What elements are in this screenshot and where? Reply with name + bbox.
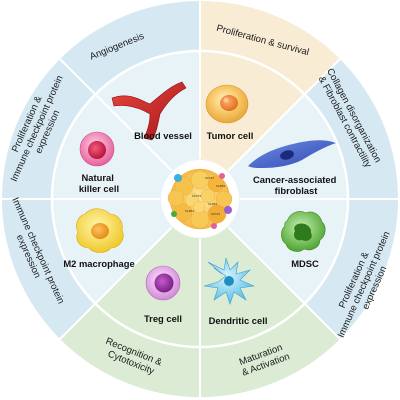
cluster-immune-cell (171, 211, 177, 217)
cell-label-treg-cell: Treg cell (144, 313, 182, 324)
outer-ring-sector (304, 58, 398, 199)
inner-disk-sector (52, 94, 200, 199)
dendritic-cell-icon (203, 257, 256, 305)
cell-label-blood-vessel: Blood vessel (134, 130, 192, 141)
cluster-tumor-cell (167, 189, 185, 207)
cluster-label: STAT3 (211, 212, 220, 216)
outer-ring-sector (2, 199, 96, 340)
cell-label-mdsc: MDSC (291, 258, 319, 269)
cluster-tumor-cell (207, 175, 225, 193)
cluster-labels: STAT3 SLP69 STAT3 SLP69 SLP69 STAT3 (185, 176, 225, 216)
inner-disk-sector (200, 199, 305, 347)
treg-cell-icon (145, 265, 181, 301)
cluster-immune-cell (211, 223, 217, 229)
ring-boundary (50, 49, 350, 349)
cluster-immune-cell (224, 206, 232, 214)
cluster-label: SLP69 (216, 184, 225, 188)
outer-ring-sector (304, 199, 398, 340)
inner-disk-sector (95, 199, 200, 347)
cell-label-caf: Cancer-associated fibroblast (253, 174, 339, 196)
fibroblast-icon (248, 140, 336, 168)
sector-divider (227, 226, 341, 340)
sector-divider (227, 58, 341, 172)
cluster-tumor-cell (200, 188, 216, 204)
cell-label-tumor-cell: Tumor cell (207, 130, 254, 141)
inner-disk-sector (200, 94, 348, 199)
outer-ring-highlight-top (200, 1, 341, 95)
cell-label-nk-cell: Natural killer cell (79, 172, 119, 194)
tumor-cell-icon (205, 84, 249, 124)
cluster-tumor-cell (190, 170, 210, 190)
cluster-tumor-cell (192, 200, 206, 214)
cluster-label: STAT3 (205, 176, 214, 180)
cluster-tumor-cell (215, 190, 233, 208)
cluster-immune-cell (219, 173, 225, 179)
inner-ring (52, 51, 348, 347)
cell-label-m2-macrophage: M2 macrophage (63, 258, 134, 269)
tumor-cluster-icon: STAT3 SLP69 STAT3 SLP69 SLP69 STAT3 (161, 160, 239, 238)
sector-divider (59, 58, 173, 172)
sector-divider (59, 226, 173, 340)
outer-ring-sector (2, 58, 96, 199)
cluster-label: SLP69 (185, 209, 194, 213)
cluster-label: SLP69 (208, 202, 217, 206)
outer-ring-sector (59, 1, 200, 95)
mdsc-icon (281, 211, 326, 252)
cluster-tumor-cell (207, 204, 227, 224)
nk-cell-icon (79, 131, 115, 167)
cluster-immune-cell (174, 174, 182, 182)
m2-macrophage-icon (76, 208, 124, 253)
cell-label-dendritic-cell: Dendritic cell (209, 315, 268, 326)
blood-vessel-icon (111, 81, 187, 141)
cluster-label: STAT3 (192, 194, 201, 198)
